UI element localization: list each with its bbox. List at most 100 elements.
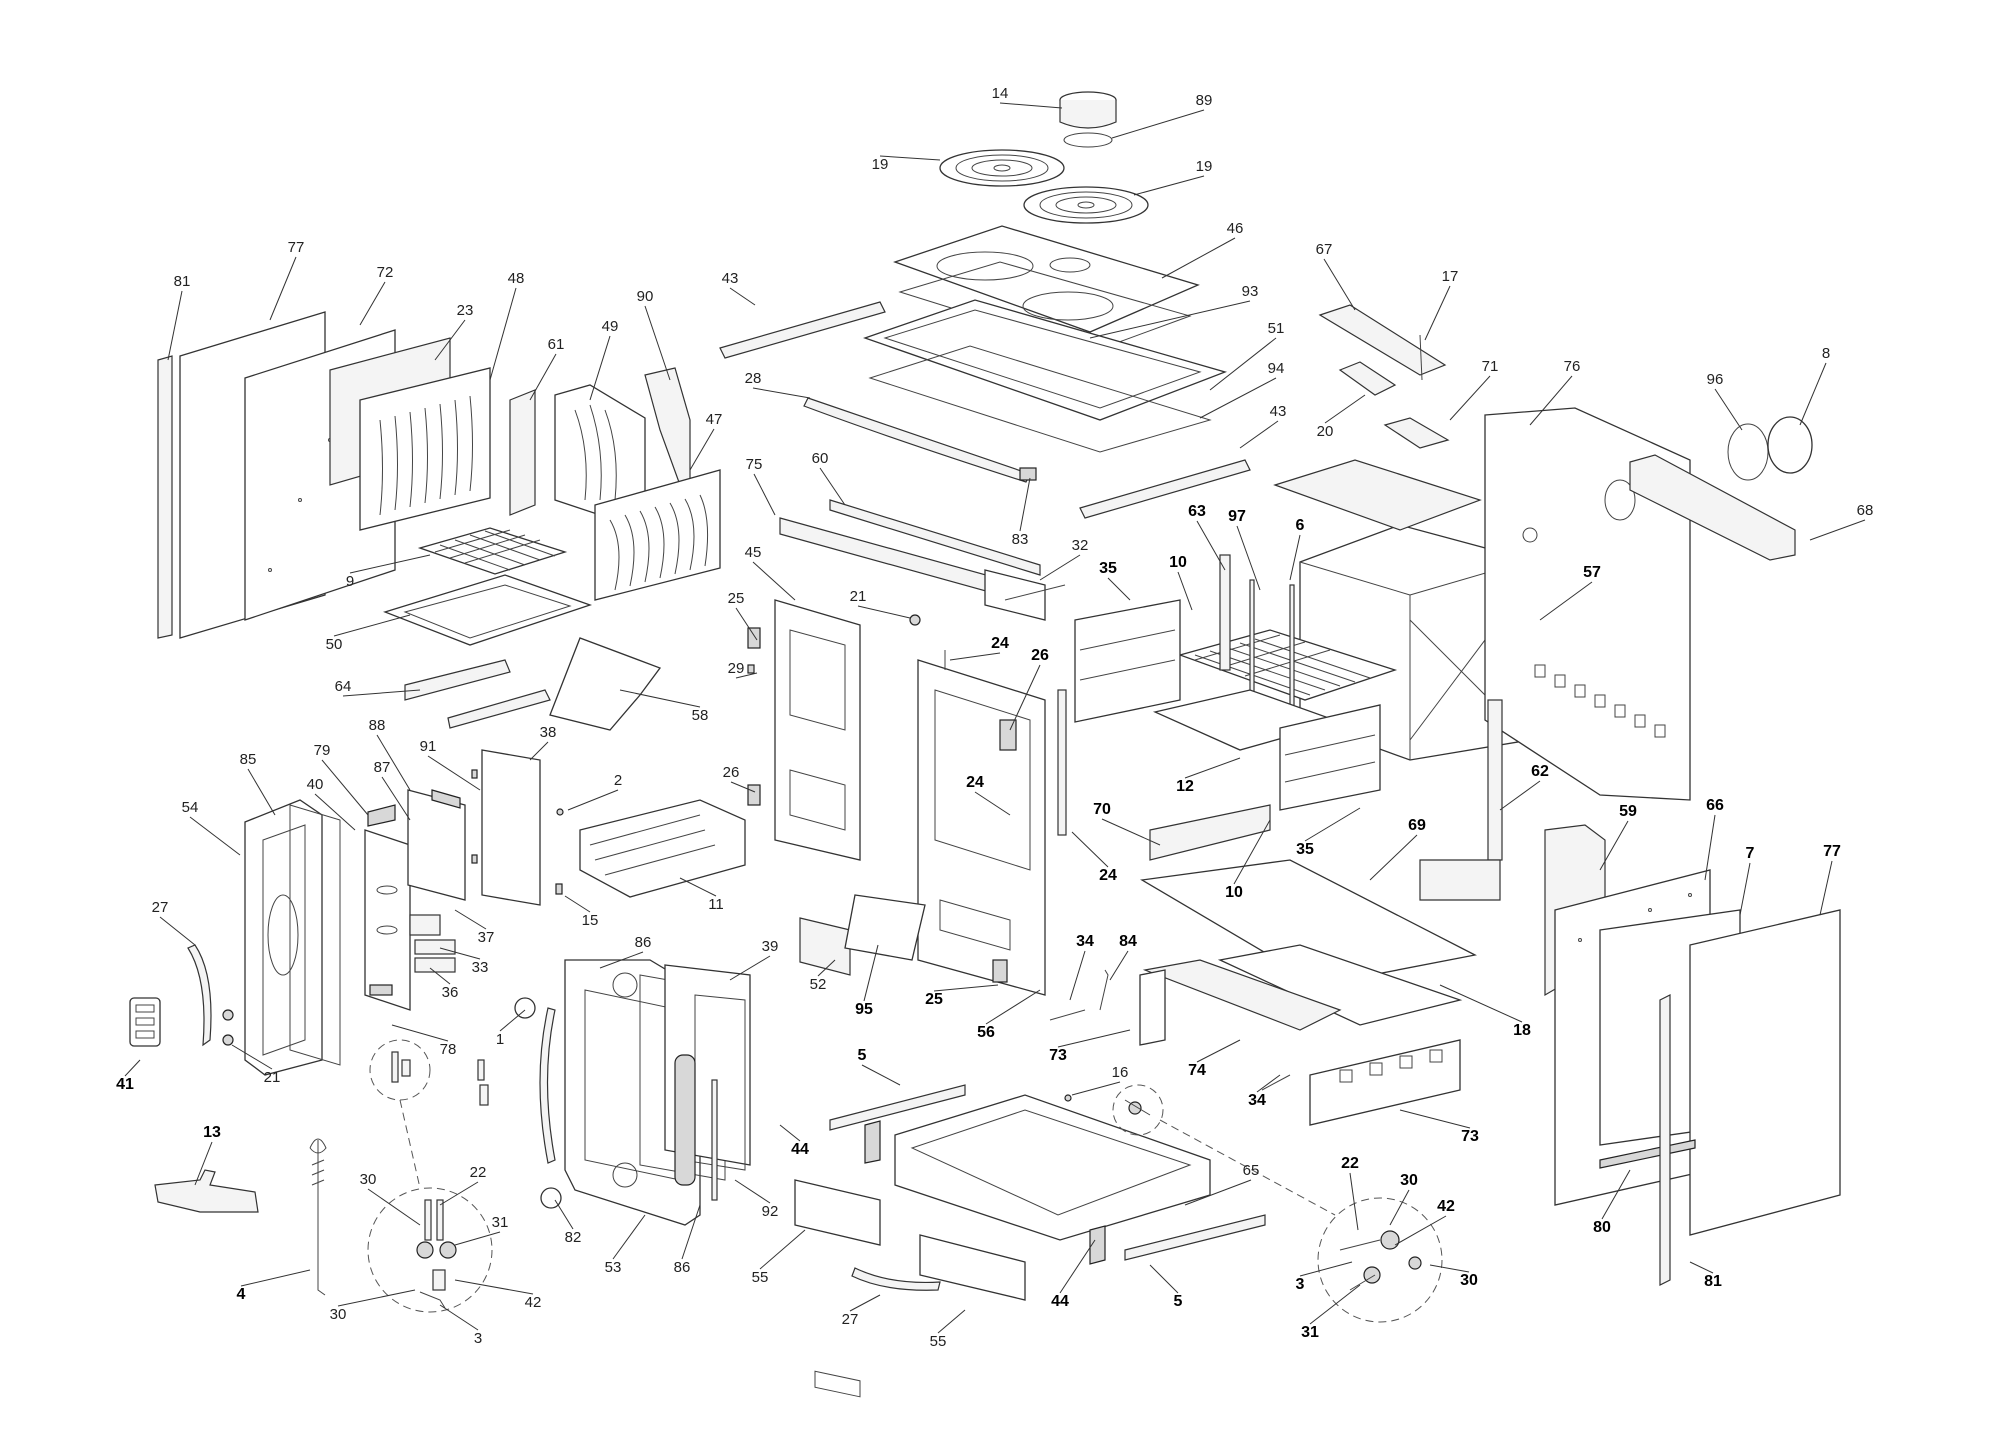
- callout-label-c94: 94: [1268, 360, 1285, 377]
- spring-84: [1099, 969, 1109, 1011]
- callout-label-c31a: 31: [492, 1214, 509, 1231]
- callout-label-c34a: 34: [1076, 933, 1094, 950]
- leader-line-c82: [554, 1199, 574, 1230]
- callout-label-c31b: 31: [1301, 1324, 1319, 1341]
- clip-83: [1019, 467, 1037, 481]
- leader-line-c78: [391, 1024, 449, 1042]
- leader-line-c53: [612, 1214, 646, 1260]
- leader-line-c14: [999, 102, 1063, 109]
- oven-glove-13: [154, 1169, 259, 1213]
- side-trim-81b: [1659, 994, 1671, 1286]
- callout-label-c93: 93: [1242, 283, 1259, 300]
- leader-line-c11: [679, 877, 717, 897]
- leader-line-c49: [589, 335, 611, 401]
- callout-label-c19a: 19: [872, 156, 889, 173]
- rod-34a: [1049, 1009, 1086, 1021]
- callout-label-c42a: 42: [525, 1294, 542, 1311]
- callout-label-c3a: 3: [474, 1330, 482, 1347]
- callout-label-c29: 29: [728, 660, 745, 677]
- leader-line-c33: [439, 947, 481, 960]
- leader-line-c85: [247, 768, 276, 816]
- top-rail-43a: [719, 301, 886, 359]
- clip-15: [555, 883, 563, 895]
- callout-label-c12: 12: [1176, 778, 1194, 795]
- leader-line-c73b: [1399, 1109, 1471, 1129]
- callout-label-c76: 76: [1564, 358, 1581, 375]
- callout-label-c24a: 24: [991, 635, 1009, 652]
- leader-line-c30a: [367, 1188, 421, 1226]
- callout-label-c70: 70: [1093, 801, 1111, 818]
- leader-line-c26b: [730, 781, 756, 793]
- callout-label-c81a: 81: [174, 273, 191, 290]
- leader-line-c91: [427, 755, 481, 791]
- clip-91: [471, 769, 478, 779]
- callout-label-c58: 58: [692, 707, 709, 724]
- oven-front-56: [917, 659, 1046, 996]
- leader-line-c46: [1161, 237, 1236, 279]
- callout-label-c3b: 3: [1296, 1276, 1305, 1293]
- callout-label-c13: 13: [203, 1124, 221, 1141]
- ash-pan-50: [383, 574, 593, 646]
- leader-line-c60: [819, 467, 846, 506]
- vent-41: [129, 997, 161, 1047]
- rack-rails-35a: [1074, 599, 1181, 723]
- knob-21c: [222, 1034, 234, 1046]
- leader-line-c68: [1809, 519, 1866, 541]
- callout-label-c38: 38: [540, 724, 557, 741]
- leader-line-c37: [454, 909, 487, 930]
- detail-circle-left-b: [367, 1187, 493, 1313]
- screw-16: [1064, 1094, 1072, 1102]
- callout-label-c30c: 30: [1400, 1172, 1418, 1189]
- leader-line-c7: [1739, 862, 1751, 916]
- coal-basket-11: [579, 799, 746, 898]
- callout-label-c26a: 26: [1031, 647, 1049, 664]
- callout-label-c22b: 22: [1341, 1155, 1359, 1172]
- callout-label-c74: 74: [1188, 1062, 1206, 1079]
- drawer-rail-5b: [1124, 1214, 1266, 1261]
- callout-label-c62: 62: [1531, 763, 1549, 780]
- callout-label-c73a: 73: [1049, 1047, 1067, 1064]
- leader-line-c67: [1323, 258, 1356, 311]
- leader-line-c66: [1704, 814, 1716, 881]
- callout-label-c22a: 22: [470, 1164, 487, 1181]
- bracket-44a: [864, 1120, 881, 1164]
- callout-label-c72: 72: [377, 264, 394, 281]
- leader-line-c51: [1209, 337, 1277, 391]
- flue-gasket-89: [1063, 132, 1113, 148]
- leader-line-c55a: [759, 1229, 806, 1270]
- drawer-handle-27b: [851, 1267, 941, 1291]
- callout-label-c40: 40: [307, 776, 324, 793]
- leader-line-c38: [529, 741, 549, 761]
- detail-link-right: [1159, 1119, 1336, 1216]
- baffle-90: [644, 367, 691, 486]
- firebrick-61: [509, 389, 536, 516]
- side-panel-77b: [1689, 909, 1841, 1236]
- hot-plate-rings-19a: [939, 149, 1065, 187]
- leader-line-c94: [1199, 377, 1277, 419]
- leader-line-c21b: [231, 1044, 273, 1070]
- leader-line-c90: [644, 305, 671, 381]
- leader-line-c43b: [1239, 420, 1279, 449]
- leader-line-c3a: [439, 1304, 479, 1331]
- frame-88: [431, 789, 461, 809]
- leader-line-c22a: [439, 1181, 479, 1206]
- leader-line-c9: [349, 554, 431, 574]
- leader-line-c48: [489, 287, 517, 381]
- leader-line-c39: [729, 955, 771, 981]
- clip-91b: [471, 854, 478, 864]
- firebox-front-45: [774, 599, 861, 861]
- callout-label-c41: 41: [116, 1076, 134, 1093]
- leader-line-c56: [985, 989, 1041, 1025]
- seal-strip-86: [711, 1079, 718, 1201]
- callout-label-c57: 57: [1583, 564, 1601, 581]
- hinge-detail-right-a: [1124, 1099, 1151, 1116]
- bracket-70b: [1419, 859, 1501, 901]
- leader-line-c58: [619, 689, 701, 708]
- callout-label-c86a: 86: [635, 934, 652, 951]
- leader-line-c30c: [1389, 1189, 1410, 1226]
- leader-line-c44b: [1059, 1239, 1096, 1294]
- callout-label-c11: 11: [708, 896, 724, 913]
- bracket-71: [1383, 417, 1450, 449]
- leader-line-c21a: [857, 605, 911, 619]
- callout-label-c6: 6: [1296, 517, 1305, 534]
